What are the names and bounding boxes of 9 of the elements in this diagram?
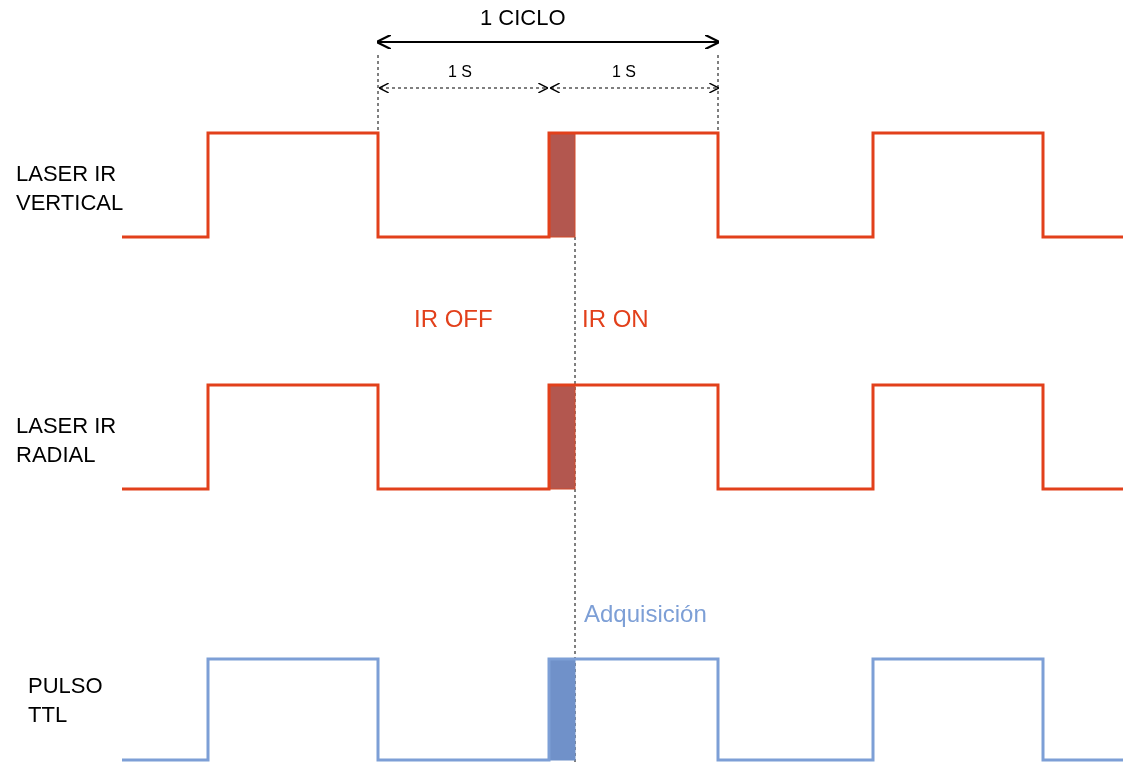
signal-label: LASER IR RADIAL [16, 412, 118, 469]
state-label: IR ON [582, 304, 649, 334]
state-label: IR OFF [414, 304, 493, 334]
dimension-label: 1 S [448, 62, 472, 82]
dimension-label: 1 CICLO [480, 4, 566, 32]
signal-label: PULSO TTL [28, 672, 104, 729]
dimension-label: 1 S [612, 62, 636, 82]
signal-label: LASER IR VERTICAL [16, 160, 125, 217]
annotation-label: Adquisición [584, 599, 707, 629]
